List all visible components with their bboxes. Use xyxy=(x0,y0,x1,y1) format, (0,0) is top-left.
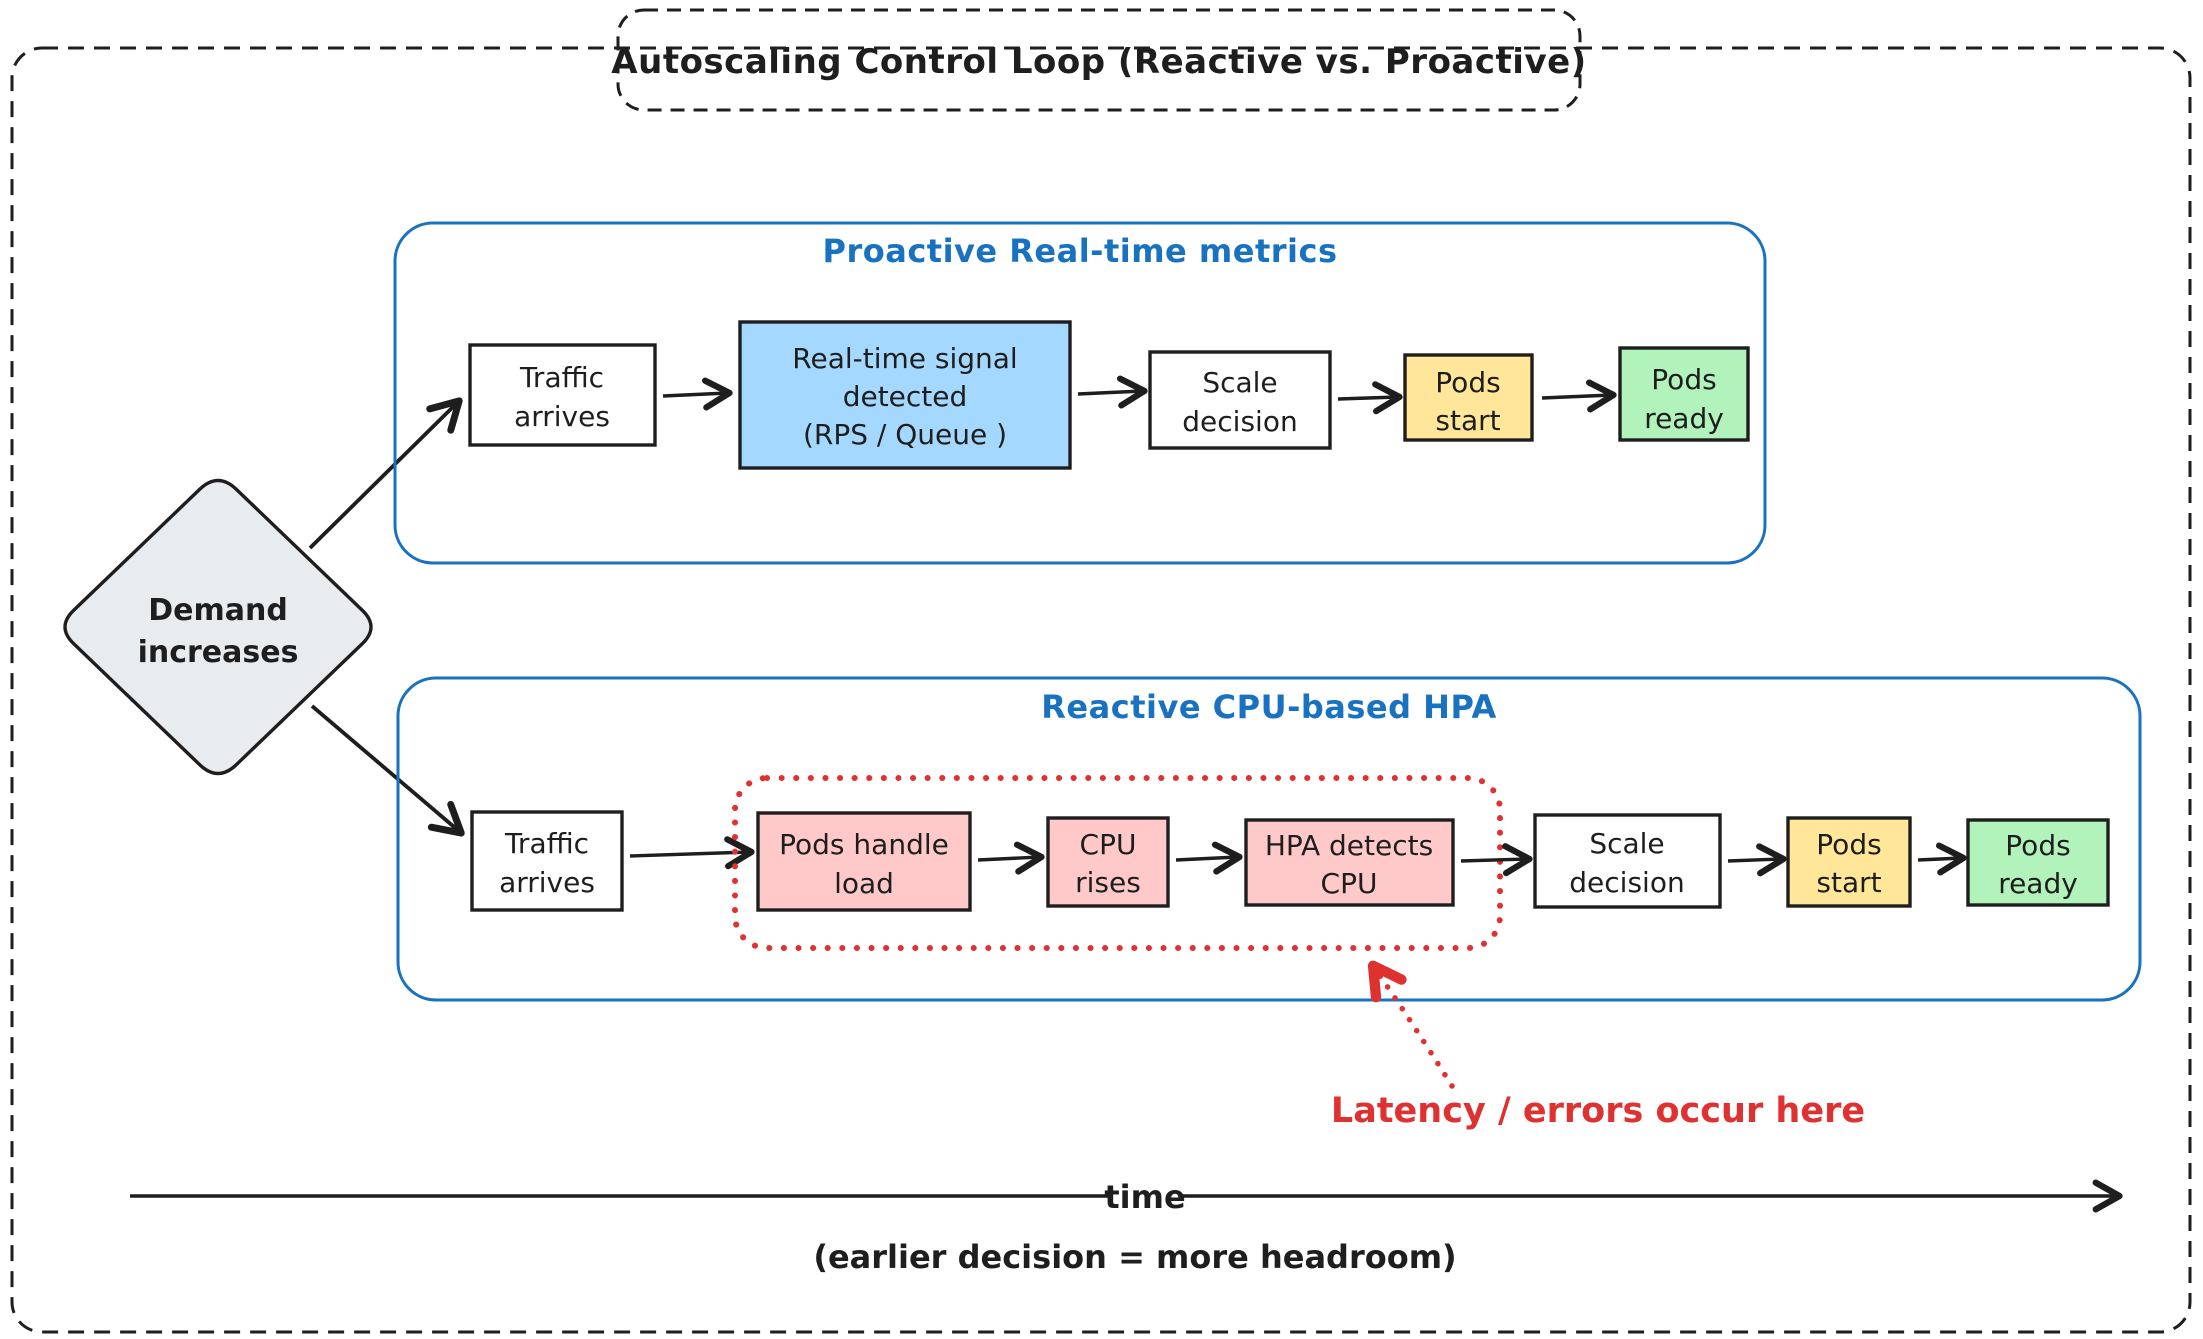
node-label: Traffic xyxy=(504,827,589,860)
arrow-podshandle-to-cpu xyxy=(977,841,1045,875)
reactive-pods-start-node: Pods start xyxy=(1786,816,1912,908)
node-label: decision xyxy=(1182,405,1297,438)
node-label: Pods xyxy=(1816,828,1881,861)
arrow-scale-to-podstart xyxy=(1337,381,1403,415)
node-label: CPU xyxy=(1321,867,1378,900)
proactive-pods-ready-box xyxy=(1618,346,1750,442)
pods-handle-load-node: Pods handle load xyxy=(756,811,972,912)
proactive-container: Proactive Real-time metrics Traffic arri… xyxy=(393,221,1767,565)
proactive-pods-start-box xyxy=(1403,353,1534,442)
node-label: Pods xyxy=(1435,366,1500,399)
arrow-demand-to-reactive xyxy=(310,704,465,837)
pods-handle-load-box xyxy=(756,811,972,912)
realtime-signal-box xyxy=(738,320,1072,470)
proactive-scale-box xyxy=(1148,350,1332,450)
arrow-scale-to-podstart-reactive xyxy=(1727,843,1787,877)
realtime-signal-node: Real-time signal detected (RPS / Queue ) xyxy=(738,320,1072,470)
time-axis: time (earlier decision = more headroom) xyxy=(130,1178,2123,1276)
demand-label-line2: increases xyxy=(138,635,299,670)
arrow-traffic-to-signal xyxy=(662,377,733,411)
proactive-scale-decision-node: Scale decision xyxy=(1148,350,1332,450)
title-box-border xyxy=(616,8,1582,112)
node-label: Scale xyxy=(1589,827,1664,860)
reactive-scale-decision-node: Scale decision xyxy=(1533,813,1722,909)
arrow-podstart-to-podsready-reactive xyxy=(1917,842,1967,876)
problem-region-dotted-box xyxy=(732,775,1503,951)
time-axis-caption: (earlier decision = more headroom) xyxy=(813,1238,1456,1276)
arrow-cpu-to-hpa xyxy=(1175,841,1243,875)
demand-label-line1: Demand xyxy=(148,593,288,628)
proactive-container-label: Proactive Real-time metrics xyxy=(823,232,1338,270)
reactive-pods-ready-node: Pods ready xyxy=(1966,818,2110,907)
demand-increases-node: Demand increases xyxy=(63,478,373,776)
node-label: CPU xyxy=(1080,828,1137,861)
arrow-traffic-to-podshandle xyxy=(629,836,755,870)
node-label: decision xyxy=(1569,866,1684,899)
node-label: Traffic xyxy=(519,361,604,394)
hpa-detects-cpu-node: HPA detects CPU xyxy=(1244,818,1455,907)
demand-diamond-shape xyxy=(63,478,373,776)
node-label: (RPS / Queue ) xyxy=(803,418,1007,451)
proactive-traffic-box xyxy=(468,343,657,447)
diagram-title: Autoscaling Control Loop (Reactive vs. P… xyxy=(611,42,1586,82)
node-label: Pods xyxy=(1651,363,1716,396)
hpa-detects-cpu-box xyxy=(1244,818,1455,907)
node-label: arrives xyxy=(499,866,595,899)
reactive-traffic-box xyxy=(470,810,624,912)
reactive-scale-box xyxy=(1533,813,1722,909)
reactive-container: Reactive CPU-based HPA Traffic arrives P… xyxy=(396,676,2142,1002)
node-label: load xyxy=(834,867,894,900)
node-label: start xyxy=(1816,866,1881,899)
arrow-hpa-to-scale xyxy=(1460,843,1533,877)
cpu-rises-box xyxy=(1046,816,1170,908)
reactive-pods-start-box xyxy=(1786,816,1912,908)
arrow-demand-to-proactive xyxy=(308,397,463,550)
annotation-dotted-arrow xyxy=(1367,960,1455,1089)
node-label: detected xyxy=(843,380,968,413)
node-label: ready xyxy=(1644,402,1724,435)
proactive-traffic-node: Traffic arrives xyxy=(468,343,657,447)
node-label: arrives xyxy=(514,400,610,433)
proactive-container-border xyxy=(393,221,1767,565)
node-label: Scale xyxy=(1202,366,1277,399)
node-label: rises xyxy=(1075,866,1141,899)
arrow-signal-to-scale xyxy=(1077,375,1148,409)
node-label: Pods handle xyxy=(779,828,949,861)
reactive-container-label: Reactive CPU-based HPA xyxy=(1041,688,1496,726)
proactive-pods-start-node: Pods start xyxy=(1403,353,1534,442)
node-label: ready xyxy=(1998,867,2078,900)
proactive-pods-ready-node: Pods ready xyxy=(1618,346,1750,442)
node-label: Real-time signal xyxy=(792,342,1017,375)
cpu-rises-node: CPU rises xyxy=(1046,816,1170,908)
time-axis-label: time xyxy=(1104,1178,1185,1216)
arrow-podstart-to-podsready xyxy=(1541,379,1617,413)
node-label: Pods xyxy=(2005,829,2070,862)
node-label: HPA detects xyxy=(1265,829,1433,862)
reactive-container-border xyxy=(396,676,2142,1002)
node-label: start xyxy=(1435,404,1500,437)
reactive-pods-ready-box xyxy=(1966,818,2110,907)
title-box: Autoscaling Control Loop (Reactive vs. P… xyxy=(611,8,1586,112)
latency-errors-annotation: Latency / errors occur here xyxy=(1331,1091,1865,1131)
reactive-traffic-node: Traffic arrives xyxy=(470,810,624,912)
